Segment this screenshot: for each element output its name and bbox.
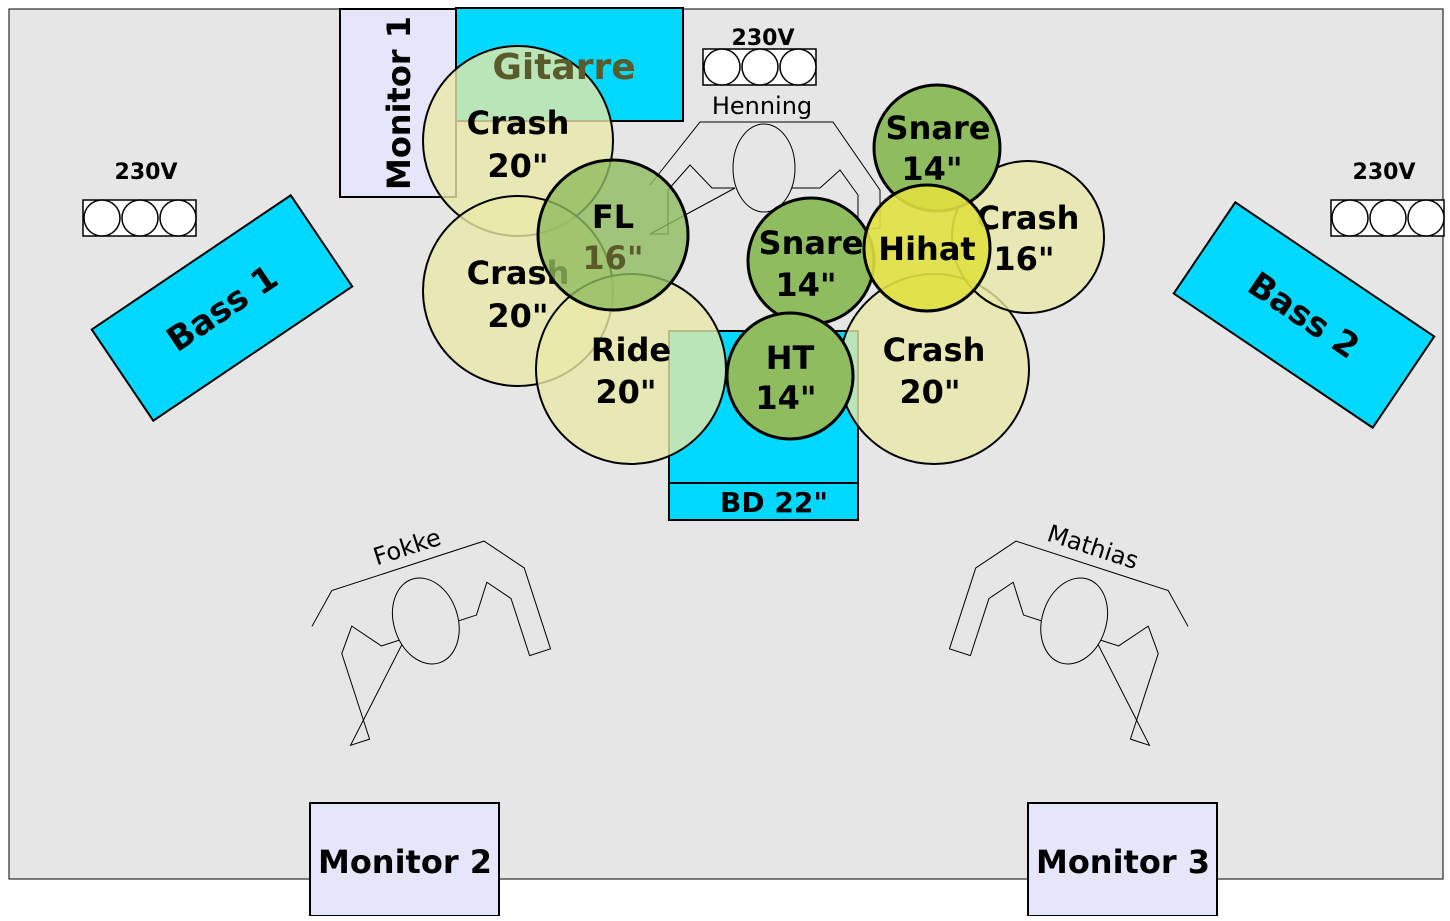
cymbal-ride-size: 20"	[595, 373, 656, 411]
power-label-left: 230V	[115, 160, 178, 185]
power-strip-center: 230V	[702, 26, 817, 86]
hihat: Hihat	[862, 183, 992, 313]
drum-high-tom: HT 14"	[725, 311, 855, 441]
cymbal-crash-right: Crash 16"	[951, 160, 1105, 314]
cymbal-ride: Ride 20"	[535, 273, 727, 465]
drum-snare-right: Snare 14"	[872, 83, 1002, 213]
power-label-right: 230V	[1353, 160, 1416, 185]
cymbal-crash-mid-left-size: 20"	[487, 297, 548, 335]
drum-snare-center: Snare 14"	[746, 196, 876, 326]
power-strip-left: 230V	[82, 160, 197, 237]
cymbal-crash-bottom-right: Crash 20"	[838, 273, 1030, 465]
cymbal-crash-top-left-size: 20"	[487, 147, 548, 185]
cymbal-ride-name: Ride	[591, 331, 671, 369]
cymbal-crash-bottom-right-size: 20"	[899, 373, 960, 411]
drum-floor-tom: FL 16"	[536, 158, 690, 312]
hihat-name: Hihat	[878, 230, 975, 268]
drummer-name: Henning	[712, 92, 812, 120]
cymbal-crash-right-size: 16"	[993, 240, 1054, 278]
monitor-3: Monitor 3	[1027, 802, 1218, 917]
drum-high-tom-size: 14"	[755, 379, 816, 417]
drum-floor-tom-size: 16"	[582, 239, 643, 277]
bass-2-amp: Bass 2	[1172, 200, 1436, 430]
drum-snare-right-size: 14"	[901, 150, 962, 188]
cymbal-crash-right-name: Crash	[977, 199, 1080, 237]
drum-snare-center-name: Snare	[759, 224, 864, 262]
monitor-2-label: Monitor 2	[318, 843, 492, 881]
power-label-center: 230V	[732, 26, 795, 51]
power-strip-right: 230V	[1330, 160, 1445, 237]
cymbal-crash-bottom-right-name: Crash	[883, 331, 986, 369]
cymbal-crash-top-left-name: Crash	[467, 104, 570, 142]
drum-high-tom-name: HT	[766, 339, 815, 377]
drummer-figure: Henning	[649, 92, 881, 235]
monitor-1-label: Monitor 1	[380, 16, 418, 190]
drum-floor-tom-name: FL	[592, 198, 634, 236]
drum-snare-center-size: 14"	[775, 266, 836, 304]
bass-drum-label: BD 22"	[720, 486, 828, 519]
guitar-amp-label: Gitarre	[492, 47, 635, 88]
drum-snare-right-name: Snare	[886, 109, 991, 147]
bass-1-amp: Bass 1	[90, 193, 354, 423]
monitor-3-label: Monitor 3	[1036, 843, 1210, 881]
monitor-2: Monitor 2	[309, 802, 500, 917]
